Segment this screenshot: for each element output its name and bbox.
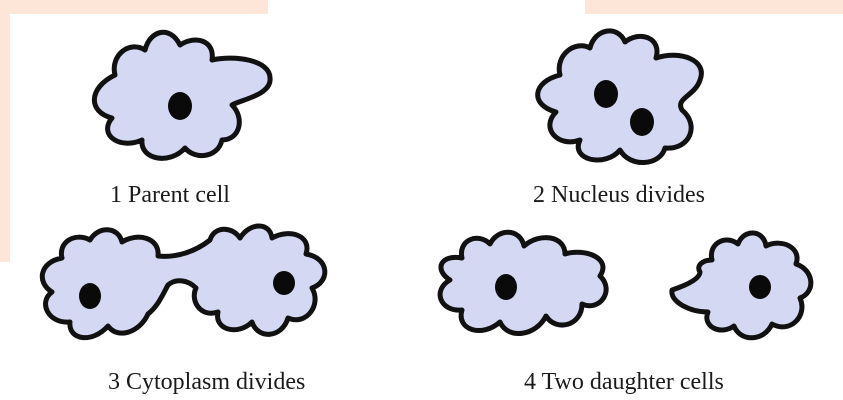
nucleus	[168, 92, 192, 120]
background-tint	[585, 0, 843, 14]
background-tint	[0, 0, 268, 14]
nucleus-right	[273, 271, 295, 295]
nucleus	[495, 274, 517, 300]
stage-2-caption: 2 Nucleus divides	[533, 182, 705, 208]
stage-3-caption: 3 Cytoplasm divides	[108, 369, 306, 395]
stage-4-two-daughter-cells	[437, 229, 814, 341]
nucleus	[749, 275, 771, 299]
stage-1-parent-cell	[91, 30, 273, 161]
daughter-cell-right-body	[669, 230, 814, 341]
dividing-cell-body	[535, 28, 704, 165]
nucleus-left	[594, 80, 618, 108]
stage-1-caption: 1 Parent cell	[110, 182, 230, 208]
pinching-cell-body	[39, 223, 328, 341]
nucleus-right	[630, 108, 654, 136]
stage-3-cytoplasm-divides	[39, 223, 328, 341]
nucleus-left	[79, 283, 101, 309]
daughter-cell-left-body	[437, 229, 609, 336]
stage-4-caption: 4 Two daughter cells	[524, 369, 724, 395]
background-tint	[0, 0, 10, 262]
stage-2-nucleus-divides	[535, 28, 704, 165]
